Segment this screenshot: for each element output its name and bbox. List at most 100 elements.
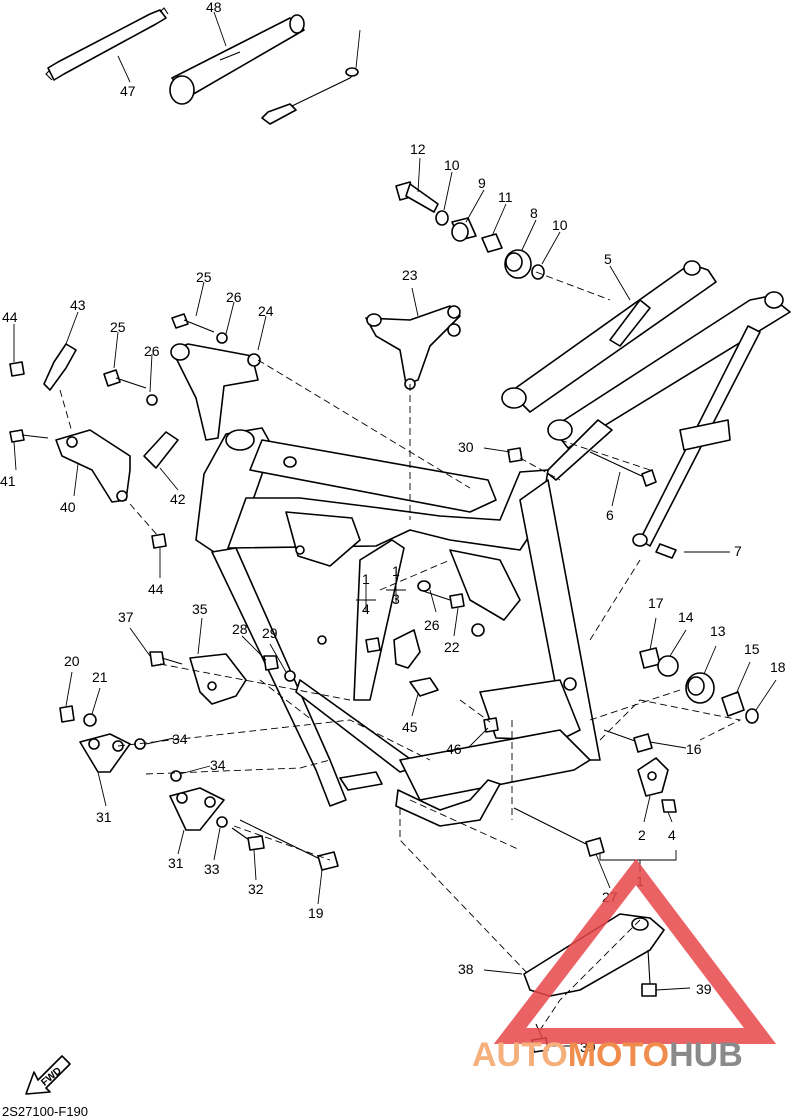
bolt-22 xyxy=(419,589,465,609)
callout-26-mid: 26 xyxy=(424,617,440,633)
callout-10-upper: 10 xyxy=(444,157,460,173)
rear-frame-bolt-6 xyxy=(589,451,657,487)
washer-10-lower xyxy=(531,264,545,280)
tool-wrench-46 xyxy=(45,7,169,81)
callout-4-right: 4 xyxy=(668,827,676,843)
callout-42: 43 xyxy=(70,297,86,313)
bracket-31-upper xyxy=(79,733,131,773)
bolt-40 xyxy=(9,429,49,443)
diagram-code: 2S27100-F190 xyxy=(2,1104,88,1119)
callout-3: 3 xyxy=(392,591,400,607)
washer-34-b xyxy=(170,770,182,782)
bracket-35 xyxy=(189,653,247,705)
callout-11: 11 xyxy=(498,189,513,205)
watermark-logo: AUTOMOTOHUB xyxy=(472,1036,743,1074)
callout-35: 35 xyxy=(192,601,208,617)
callout-13: 13 xyxy=(710,623,726,639)
callout-25-lower: 25 xyxy=(110,319,126,335)
watermark-hub: HUB xyxy=(669,1036,743,1074)
callout-25-upper: 25 xyxy=(196,269,212,285)
pivot-bolt-12 xyxy=(395,181,439,213)
callout-28: 28 xyxy=(232,621,248,637)
callout-33: 33 xyxy=(204,861,220,877)
collar-14 xyxy=(657,655,679,677)
callout-1-left: 1 xyxy=(362,571,370,587)
collar-15 xyxy=(721,691,745,717)
collar-11 xyxy=(481,233,503,253)
callout-45: 46 xyxy=(446,741,462,757)
bolt-38-upper xyxy=(641,949,657,997)
rear-frame-5 xyxy=(501,260,791,547)
watermark-triangle xyxy=(493,858,777,1044)
callout-43-lower: 44 xyxy=(148,581,164,597)
nut-17 xyxy=(639,647,661,669)
fwd-arrow: FWD xyxy=(25,1055,71,1095)
footrest-42 xyxy=(43,343,77,391)
tool-spoke-wrench-48 xyxy=(261,67,359,125)
bolt-36 xyxy=(149,651,183,667)
callout-19: 19 xyxy=(308,905,324,921)
washer-34-a xyxy=(134,738,146,750)
bolt-7 xyxy=(655,543,677,559)
callout-32: 32 xyxy=(248,881,264,897)
bolt-32 xyxy=(231,827,265,851)
callout-14: 14 xyxy=(678,609,694,625)
dashed-centerlines xyxy=(59,271,742,1031)
callout-1-mid: 1 xyxy=(392,563,400,579)
leader-lines xyxy=(13,11,777,1047)
callout-44: 45 xyxy=(402,719,418,735)
callout-9: 9 xyxy=(478,175,486,191)
bolt-19 xyxy=(239,819,339,871)
callout-41: 42 xyxy=(170,491,186,507)
callout-31-upper: 31 xyxy=(96,809,112,825)
callout-31-lower: 31 xyxy=(168,855,184,871)
bolt-4-left xyxy=(365,637,381,653)
callout-18: 18 xyxy=(770,659,786,675)
callout-46: 47 xyxy=(120,83,136,99)
callout-labels: 47 48 12 10 9 11 8 10 5 23 25 26 24 43 4… xyxy=(0,0,786,1055)
bushing-13 xyxy=(685,672,715,704)
tool-socket-wrench-47 xyxy=(169,14,305,105)
callout-12: 12 xyxy=(410,141,426,157)
watermark-auto: AUTO xyxy=(472,1036,568,1074)
bracket-24 xyxy=(170,343,261,441)
washer-18 xyxy=(745,708,759,724)
watermark-moto: MOTO xyxy=(568,1036,669,1074)
bolt-25-upper xyxy=(171,313,215,333)
bracket-2 xyxy=(637,757,669,797)
callout-2: 2 xyxy=(638,827,646,843)
washer-26-upper xyxy=(216,332,228,344)
callout-40: 41 xyxy=(0,473,16,489)
callout-26-upper: 26 xyxy=(226,289,242,305)
bolt-28 xyxy=(263,655,279,671)
clamp-44 xyxy=(409,677,439,697)
bolt-43-upper xyxy=(9,361,25,377)
washer-33 xyxy=(216,816,228,828)
bearing-8 xyxy=(504,249,532,279)
bracket-23 xyxy=(365,305,461,390)
callout-21: 21 xyxy=(92,669,108,685)
bolt-16 xyxy=(603,729,653,753)
washer-26-lower xyxy=(146,394,158,406)
washer-21 xyxy=(83,713,97,727)
bracket-31-lower xyxy=(169,787,225,831)
bolt-4-right xyxy=(661,799,677,813)
collar-9 xyxy=(451,217,477,242)
nut-20 xyxy=(59,705,75,723)
callout-29: 29 xyxy=(262,625,278,641)
callout-17: 17 xyxy=(648,595,664,611)
callout-7: 7 xyxy=(734,543,742,559)
callout-24: 24 xyxy=(258,303,274,319)
washer-26-mid xyxy=(417,580,431,592)
callout-23: 23 xyxy=(402,267,418,283)
callout-8: 8 xyxy=(530,205,538,221)
washer-10-upper xyxy=(435,210,449,226)
callout-30: 30 xyxy=(458,439,474,455)
callout-39: 40 xyxy=(60,499,76,515)
bolt-27 xyxy=(513,807,605,857)
callout-26-lower: 26 xyxy=(144,343,160,359)
callout-22: 22 xyxy=(444,639,460,655)
bolt-25-lower xyxy=(103,369,147,389)
main-frame xyxy=(195,427,601,827)
